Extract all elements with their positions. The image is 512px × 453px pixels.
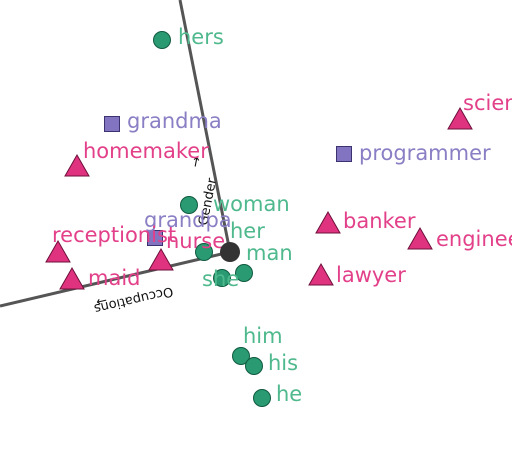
point-marker-him bbox=[232, 347, 250, 365]
point-marker-hers bbox=[153, 31, 171, 49]
point-label-scientist: scientist bbox=[463, 91, 512, 115]
point-label-his: his bbox=[268, 351, 298, 375]
point-label-hers: hers bbox=[178, 25, 224, 49]
point-label-grandpa: grandpa bbox=[144, 208, 232, 232]
point-label-he: he bbox=[276, 382, 302, 406]
point-label-maid: maid bbox=[88, 266, 141, 290]
point-marker-engineer bbox=[407, 226, 433, 250]
point-label-him: him bbox=[243, 324, 283, 348]
point-marker-his bbox=[245, 357, 263, 375]
point-label-homemaker: homemaker bbox=[83, 139, 209, 163]
point-marker-banker bbox=[315, 210, 341, 234]
point-marker-man bbox=[213, 269, 231, 287]
point-label-nurse: nurse bbox=[166, 229, 225, 253]
point-marker-woman bbox=[180, 196, 198, 214]
occupations-axis bbox=[0, 250, 231, 308]
point-label-her: her bbox=[230, 219, 265, 243]
point-marker-scientist bbox=[447, 106, 473, 130]
point-marker-lawyer bbox=[308, 262, 334, 286]
point-marker-homemaker bbox=[64, 153, 90, 177]
point-marker-her bbox=[195, 243, 213, 261]
point-marker-nurse bbox=[148, 247, 174, 271]
point-label-engineer: engineer bbox=[436, 227, 512, 251]
gender-axis bbox=[178, 0, 232, 253]
point-label-grandma: grandma bbox=[127, 109, 222, 133]
point-label-receptionist: receptionist bbox=[52, 223, 176, 247]
point-label-programmer: programmer bbox=[359, 141, 491, 165]
point-label-banker: banker bbox=[343, 209, 416, 233]
occupations-axis-arrow: → bbox=[94, 292, 108, 309]
point-marker-he bbox=[253, 389, 271, 407]
point-label-lawyer: lawyer bbox=[336, 263, 406, 287]
point-marker-programmer bbox=[336, 146, 352, 162]
point-label-woman: woman bbox=[213, 192, 290, 216]
gender-axis-arrow: → bbox=[188, 155, 205, 169]
point-marker-grandpa bbox=[147, 230, 163, 246]
point-label-man: man bbox=[246, 241, 293, 265]
origin-point bbox=[220, 242, 240, 262]
point-marker-grandma bbox=[104, 116, 120, 132]
point-marker-maid bbox=[59, 266, 85, 290]
point-label-she: she bbox=[202, 267, 239, 291]
point-marker-receptionist bbox=[45, 239, 71, 263]
point-marker-she bbox=[235, 264, 253, 282]
